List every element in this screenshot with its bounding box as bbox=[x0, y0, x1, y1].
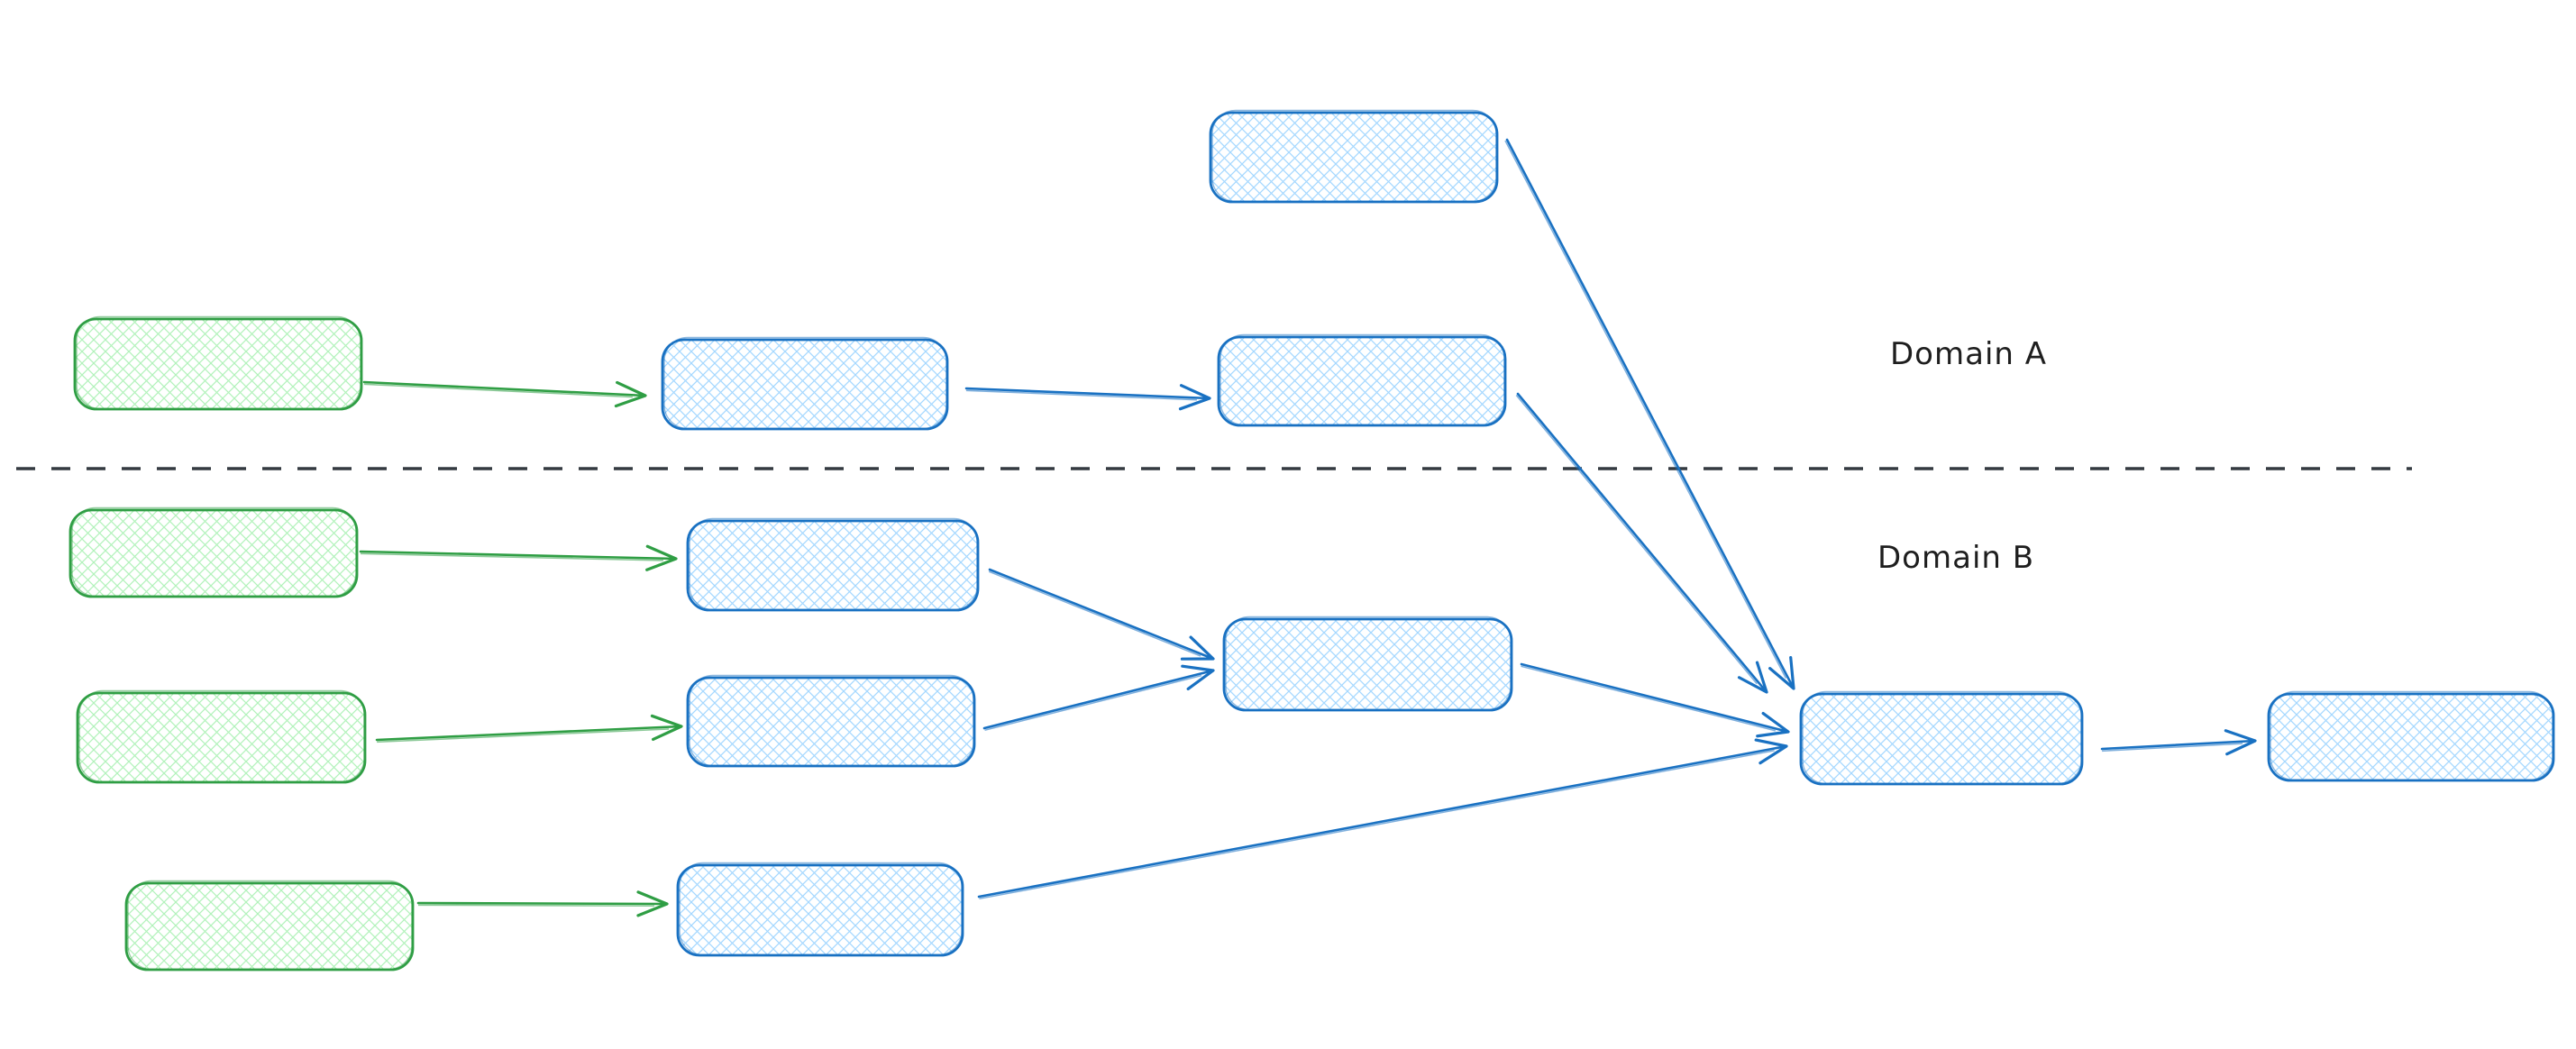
node-output bbox=[2267, 690, 2555, 782]
node-domain-b-stage-1c bbox=[676, 862, 964, 957]
edge-arrow-line bbox=[359, 544, 678, 571]
node-domain-b-stage-1a bbox=[686, 517, 980, 612]
edge-domain-a-top-input-to-aggregator bbox=[1504, 138, 1795, 690]
node-domain-a-top-input bbox=[1209, 109, 1499, 204]
edge-domain-b-merge-to-aggregator bbox=[1520, 662, 1790, 738]
node-domain-b-source-3 bbox=[124, 880, 415, 971]
edge-sketch-echo bbox=[1521, 665, 1777, 732]
node-sketch-echo bbox=[1802, 690, 2082, 785]
edge-sketch-echo bbox=[2102, 743, 2243, 753]
edge-domain-a-stage-2-to-aggregator bbox=[1515, 392, 1768, 694]
edge-domain-b-source-2-to-domain-b-stage-1b bbox=[375, 714, 683, 743]
edge-arrow-line bbox=[2100, 729, 2257, 756]
node-rect-domain-b-stage-1b bbox=[686, 676, 976, 768]
edge-sketch-echo bbox=[979, 750, 1775, 900]
edge-domain-b-stage-1c-to-aggregator bbox=[977, 738, 1788, 900]
edge-arrow-line bbox=[362, 380, 647, 408]
node-rect-domain-b-source-1 bbox=[69, 508, 359, 598]
edge-sketch-echo bbox=[965, 389, 1197, 401]
node-domain-a-stage-2 bbox=[1217, 333, 1507, 427]
node-domain-b-source-1 bbox=[69, 506, 359, 598]
edge-arrow-line bbox=[416, 890, 669, 917]
node-rect-output bbox=[2267, 692, 2555, 782]
domain-a-label: Domain A bbox=[1890, 336, 2047, 372]
edge-sketch-echo bbox=[984, 674, 1202, 732]
edge-arrow-line bbox=[977, 738, 1788, 898]
node-rect-domain-b-merge bbox=[1222, 617, 1513, 712]
node-sketch-echo bbox=[127, 880, 413, 971]
node-sketch-echo bbox=[689, 517, 978, 611]
node-rect-domain-a-stage-2 bbox=[1217, 335, 1507, 427]
edge-domain-b-source-3-to-domain-b-stage-1c bbox=[416, 890, 669, 917]
labels-layer: Domain A Domain B bbox=[1877, 336, 2047, 576]
node-sketch-echo bbox=[76, 315, 361, 410]
node-domain-a-source bbox=[73, 315, 363, 411]
node-rect-domain-b-stage-1c bbox=[676, 863, 964, 957]
edge-domain-a-stage-1-to-domain-a-stage-2 bbox=[964, 384, 1211, 411]
edge-arrow-line bbox=[1520, 662, 1790, 738]
edge-arrow-line bbox=[982, 664, 1215, 730]
edge-sketch-echo bbox=[417, 904, 654, 908]
node-sketch-echo bbox=[679, 862, 963, 956]
node-domain-b-stage-1b bbox=[686, 674, 976, 768]
edge-domain-a-source-to-domain-a-stage-1 bbox=[362, 380, 647, 408]
edge-sketch-echo bbox=[377, 728, 670, 743]
node-sketch-echo bbox=[663, 336, 947, 430]
node-domain-b-source-2 bbox=[76, 689, 367, 784]
edge-arrow-line bbox=[988, 568, 1215, 661]
edge-domain-b-source-1-to-domain-b-stage-1a bbox=[359, 544, 678, 571]
node-domain-b-merge bbox=[1222, 616, 1513, 712]
node-sketch-echo bbox=[1225, 616, 1512, 711]
node-sketch-echo bbox=[2270, 690, 2553, 781]
node-rect-domain-b-source-2 bbox=[76, 691, 367, 784]
node-rect-domain-a-source bbox=[73, 317, 363, 411]
nodes-layer bbox=[69, 109, 2555, 971]
edge-aggregator-to-output bbox=[2100, 729, 2257, 756]
edge-sketch-echo bbox=[360, 552, 663, 561]
edge-domain-b-stage-1a-to-domain-b-merge bbox=[988, 568, 1215, 661]
edge-arrow-line bbox=[1516, 392, 1768, 694]
edge-sketch-echo bbox=[363, 383, 633, 398]
domain-b-label: Domain B bbox=[1877, 540, 2034, 576]
node-domain-a-stage-1 bbox=[661, 336, 949, 431]
node-rect-aggregator bbox=[1799, 692, 2084, 786]
node-aggregator bbox=[1799, 690, 2084, 786]
edge-arrow-line bbox=[964, 384, 1211, 411]
node-rect-domain-a-top-input bbox=[1209, 111, 1499, 204]
node-sketch-echo bbox=[689, 674, 974, 767]
node-rect-domain-a-stage-1 bbox=[661, 338, 949, 431]
node-sketch-echo bbox=[1219, 333, 1505, 426]
node-sketch-echo bbox=[71, 506, 357, 597]
node-rect-domain-b-stage-1a bbox=[686, 519, 980, 612]
edges-layer bbox=[359, 138, 2257, 917]
edge-sketch-echo bbox=[1515, 394, 1758, 685]
edge-domain-b-stage-1b-to-domain-b-merge bbox=[982, 664, 1215, 732]
node-sketch-echo bbox=[1211, 109, 1497, 203]
node-rect-domain-b-source-3 bbox=[124, 881, 415, 971]
edge-sketch-echo bbox=[1504, 140, 1787, 680]
edge-arrow-line bbox=[1505, 138, 1795, 690]
node-sketch-echo bbox=[78, 689, 365, 783]
edge-sketch-echo bbox=[988, 570, 1201, 657]
edge-arrow-line bbox=[375, 714, 683, 742]
